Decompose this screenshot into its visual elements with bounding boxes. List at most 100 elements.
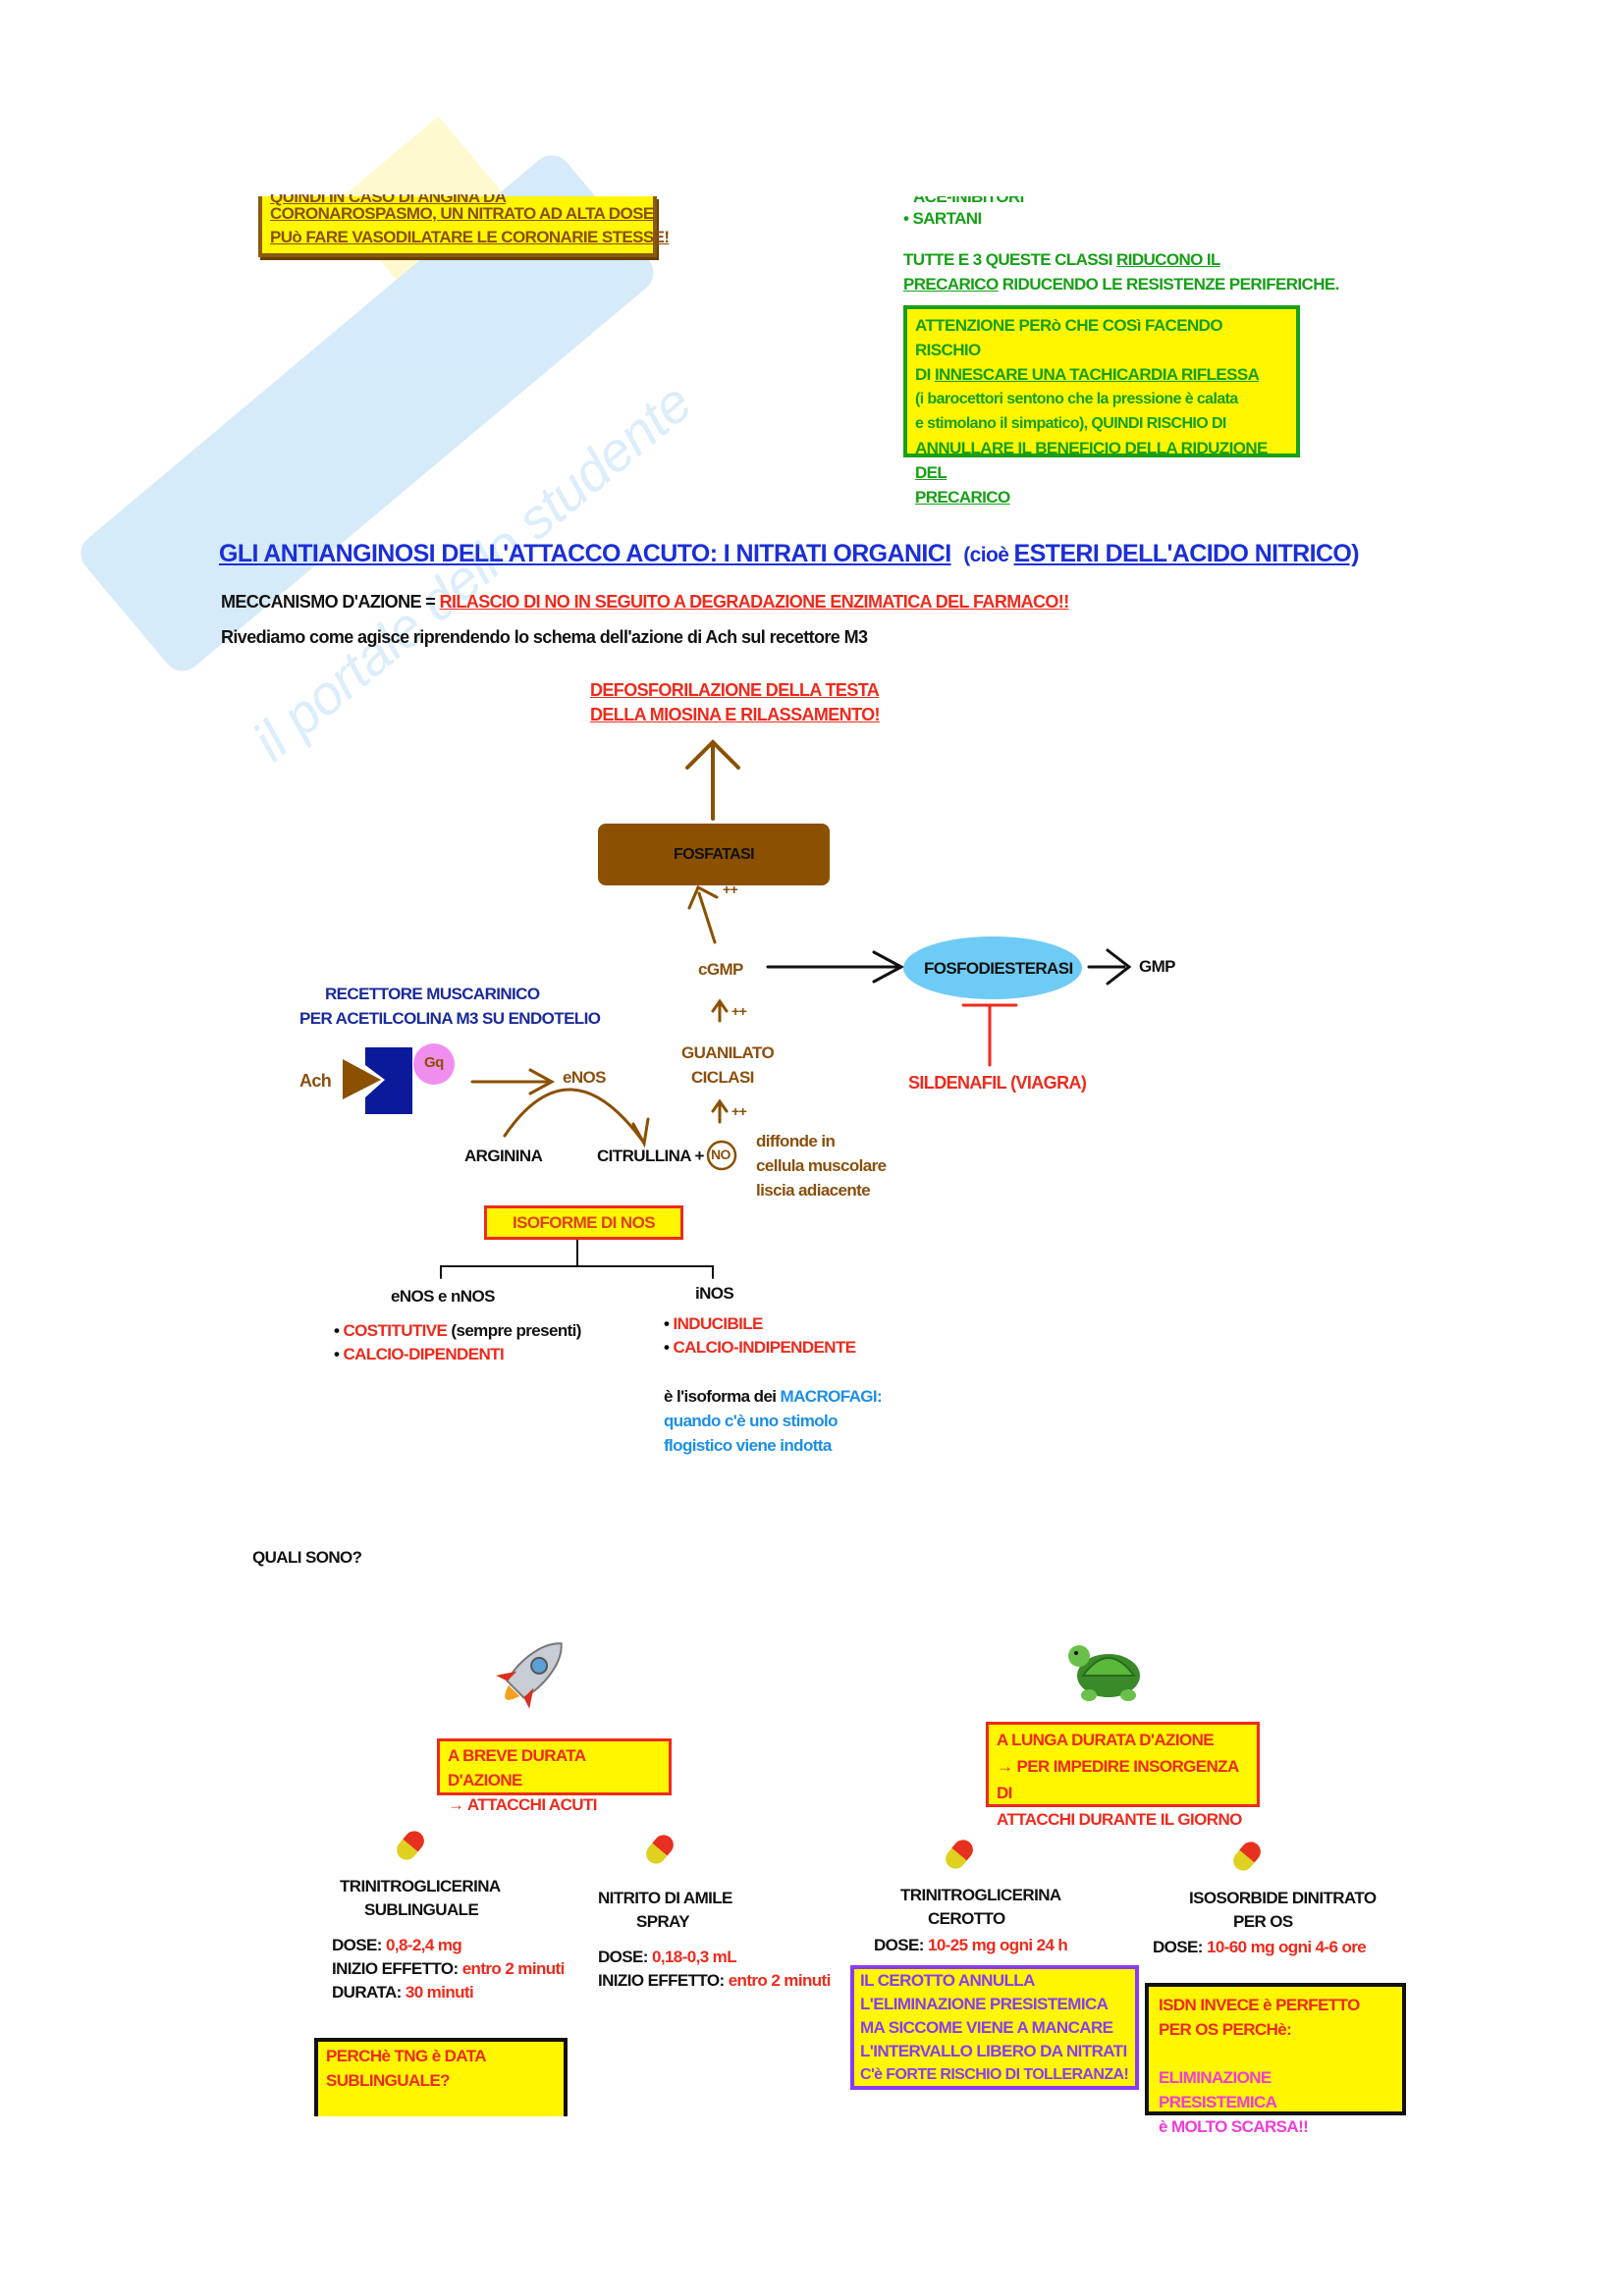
bullet-inducibile: • INDUCIBILE bbox=[664, 1314, 763, 1333]
inos-note-line2: quando c'è uno stimolo bbox=[664, 1412, 839, 1430]
diffonde-line3: liscia adiacente bbox=[756, 1181, 871, 1200]
tng-question-box: PERCHè TNG è DATA SUBLINGUALE? bbox=[314, 2038, 568, 2116]
pathway-diagram-lines bbox=[343, 739, 1132, 1279]
drug-name-line2: SUBLINGUALE bbox=[364, 1900, 479, 1919]
drug-dose: DOSE: 0,18-0,3 mL bbox=[598, 1948, 737, 1966]
right-arrow-icon bbox=[1087, 948, 1132, 986]
plusplus-label: ++ bbox=[731, 1003, 747, 1019]
gmp-label: GMP bbox=[1139, 957, 1176, 976]
intro-text: Rivediamo come agisce riprendendo lo sch… bbox=[221, 627, 868, 647]
guanilato-line2: CICLASI bbox=[691, 1068, 754, 1087]
enos-nnos-label: eNOS e nNOS bbox=[391, 1287, 495, 1306]
drug-name-line1: TRINITROGLICERINA bbox=[900, 1886, 1061, 1904]
box-line: PER OS PERCHè: bbox=[1159, 2020, 1292, 2039]
drug-duration: DURATA: 30 minuti bbox=[332, 1983, 474, 2002]
drug-name-line1: ISOSORBIDE DINITRATO bbox=[1189, 1889, 1377, 1907]
rocket-icon bbox=[496, 1642, 563, 1709]
box-line: IL CEROTTO ANNULLA bbox=[860, 1971, 1035, 1990]
summary-line1: TUTTE E 3 QUESTE CLASSI RIDUCONO IL bbox=[903, 250, 1220, 269]
plusplus-label: ++ bbox=[731, 1103, 747, 1119]
receptor-label-line1: RECETTORE MUSCARINICO bbox=[325, 985, 540, 1003]
short-acting-box: A BREVE DURATA D'AZIONE → ATTACCHI ACUTI bbox=[437, 1738, 672, 1814]
guanilato-line1: GUANILATO bbox=[681, 1043, 775, 1062]
curved-arrow-icon bbox=[503, 1088, 650, 1148]
gq-label: Gq bbox=[424, 1054, 444, 1071]
drug-onset: INIZIO EFFETTO: entro 2 minuti bbox=[332, 1959, 565, 1978]
box-line: ISDN INVECE è PERFETTO bbox=[1159, 1996, 1360, 2014]
up-arrow-icon bbox=[687, 884, 719, 944]
m3-receptor-icon bbox=[357, 1047, 412, 1114]
warning-line: DI INNESCARE UNA TACHICARDIA RIFLESSA bbox=[915, 365, 1260, 384]
warning-line: (i barocettori sentono che la pressione … bbox=[915, 391, 1238, 407]
up-arrow-icon bbox=[711, 998, 729, 1023]
box-line: PUò FARE VASODILATARE LE CORONARIE STESS… bbox=[270, 228, 670, 246]
tachycardia-warning-box: ATTENZIONE PERò CHE COSì FACENDO RISCHIO… bbox=[903, 305, 1300, 507]
up-arrow-icon bbox=[711, 1098, 729, 1124]
turtle-icon bbox=[1068, 1645, 1140, 1701]
summary-line2: PRECARICO RIDUCENDO LE RESISTENZE PERIFE… bbox=[903, 275, 1339, 294]
isoforms-title-box: ISOFORME DI NOS bbox=[484, 1205, 683, 1240]
drug-name-line2: PER OS bbox=[1233, 1912, 1293, 1931]
isdn-note-box: ISDN INVECE è PERFETTO PER OS PERCHè: EL… bbox=[1145, 1983, 1406, 2136]
bullet-costitutive: • COSTITUTIVE (sempre presenti) bbox=[334, 1321, 581, 1340]
box-line: ATTACCHI DURANTE IL GIORNO bbox=[997, 1810, 1242, 1829]
no-label: NO bbox=[711, 1147, 731, 1162]
drug-name-line2: CEROTTO bbox=[928, 1909, 1005, 1928]
drug-name-line2: SPRAY bbox=[636, 1912, 690, 1931]
box-line: → PER IMPEDIRE INSORGENZA DI bbox=[997, 1757, 1239, 1802]
fosfodiesterasi-label: FOSFODIESTERASI bbox=[924, 959, 1073, 978]
inos-note-line3: flogistico viene indotta bbox=[664, 1436, 832, 1455]
drug-name-line1: NITRITO DI AMILE bbox=[598, 1889, 732, 1907]
question-label: QUALI SONO? bbox=[252, 1548, 362, 1567]
warning-line: ANNULLARE IL BENEFICIO DELLA RIDUZIONE D… bbox=[915, 439, 1268, 482]
bullet-calcio-indipendente: • CALCIO-INDIPENDENTE bbox=[664, 1338, 856, 1357]
warning-line: ATTENZIONE PERò CHE COSì FACENDO RISCHIO bbox=[915, 316, 1223, 359]
drug-dose: DOSE: 10-25 mg ogni 24 h bbox=[874, 1936, 1068, 1954]
box-line: A BREVE DURATA D'AZIONE bbox=[448, 1746, 585, 1789]
outcome-line2: DELLA MIOSINA E RILASSAMENTO! bbox=[590, 705, 881, 724]
bullet-calcio-dipendenti: • CALCIO-DIPENDENTI bbox=[334, 1345, 505, 1363]
box-line: A LUNGA DURATA D'AZIONE bbox=[997, 1731, 1215, 1749]
ach-ligand-icon bbox=[343, 1059, 381, 1099]
box-line: → ATTACCHI ACUTI bbox=[448, 1795, 597, 1814]
right-arrow-icon bbox=[766, 950, 905, 984]
inos-label: iNOS bbox=[695, 1284, 734, 1303]
long-acting-box: A LUNGA DURATA D'AZIONE → PER IMPEDIRE I… bbox=[986, 1722, 1260, 1829]
no-circle-icon bbox=[706, 1140, 737, 1171]
drug-name-line1: TRINITROGLICERINA bbox=[340, 1877, 501, 1896]
ach-label: Ach bbox=[299, 1071, 332, 1091]
pill-icon bbox=[1233, 1842, 1261, 1871]
box-line: è MOLTO SCARSA!! bbox=[1159, 2117, 1309, 2136]
outcome-line1: DEFOSFORILAZIONE DELLA TESTA bbox=[590, 680, 880, 700]
box-line: CORONAROSPASMO, UN NITRATO AD ALTA DOSE bbox=[270, 204, 654, 223]
plusplus-label: ++ bbox=[723, 881, 738, 897]
inos-note-line1: è l'isoforma dei MACROFAGI: bbox=[664, 1387, 883, 1406]
fosfodiesterasi-ellipse bbox=[903, 936, 1082, 999]
patch-note-box: IL CEROTTO ANNULLA L'ELIMINAZIONE PRESIS… bbox=[850, 1965, 1139, 2090]
fosfatasi-box: FOSFATASI bbox=[598, 824, 830, 885]
drug-dose: DOSE: 10-60 mg ogni 4-6 ore bbox=[1153, 1938, 1367, 1956]
diffonde-line1: diffonde in bbox=[756, 1132, 836, 1150]
warning-line: e stimolano il simpatico), QUINDI RISCHI… bbox=[915, 415, 1226, 432]
box-line: L'INTERVALLO LIBERO DA NITRATI bbox=[860, 2042, 1127, 2060]
list-item-sartani: • SARTANI bbox=[903, 209, 982, 228]
mechanism-line: MECCANISMO D'AZIONE = RILASCIO DI NO IN … bbox=[221, 592, 1069, 612]
box-line: SUBLINGUALE? bbox=[326, 2071, 451, 2090]
receptor-label-line2: PER ACETILCOLINA M3 SU ENDOTELIO bbox=[299, 1009, 601, 1028]
box-line: PERCHè TNG è DATA bbox=[326, 2047, 487, 2065]
drug-onset: INIZIO EFFETTO: entro 2 minuti bbox=[598, 1971, 831, 1990]
list-item-ace: ACE-INIBITORI bbox=[913, 187, 1024, 206]
tree-connector bbox=[440, 1239, 714, 1279]
citrullina-label: CITRULLINA + bbox=[597, 1147, 704, 1165]
enos-label: eNOS bbox=[563, 1068, 607, 1087]
cgmp-label: cGMP bbox=[698, 960, 743, 979]
inhibition-t-icon bbox=[961, 1003, 1018, 1067]
pill-icon bbox=[397, 1831, 424, 1860]
diffonde-line2: cellula muscolare bbox=[756, 1156, 887, 1175]
section-title: GLI ANTIANGINOSI DELL'ATTACCO ACUTO: I N… bbox=[219, 540, 1360, 567]
box-line: C'è FORTE RISCHIO DI TOLLERANZA! bbox=[860, 2066, 1129, 2083]
box-line: MA SICCOME VIENE A MANCARE bbox=[860, 2018, 1113, 2037]
box-line: L'ELIMINAZIONE PRESISTEMICA bbox=[860, 1995, 1109, 2013]
arginina-label: ARGININA bbox=[464, 1147, 543, 1165]
drug-dose: DOSE: 0,8-2,4 mg bbox=[332, 1936, 462, 1954]
